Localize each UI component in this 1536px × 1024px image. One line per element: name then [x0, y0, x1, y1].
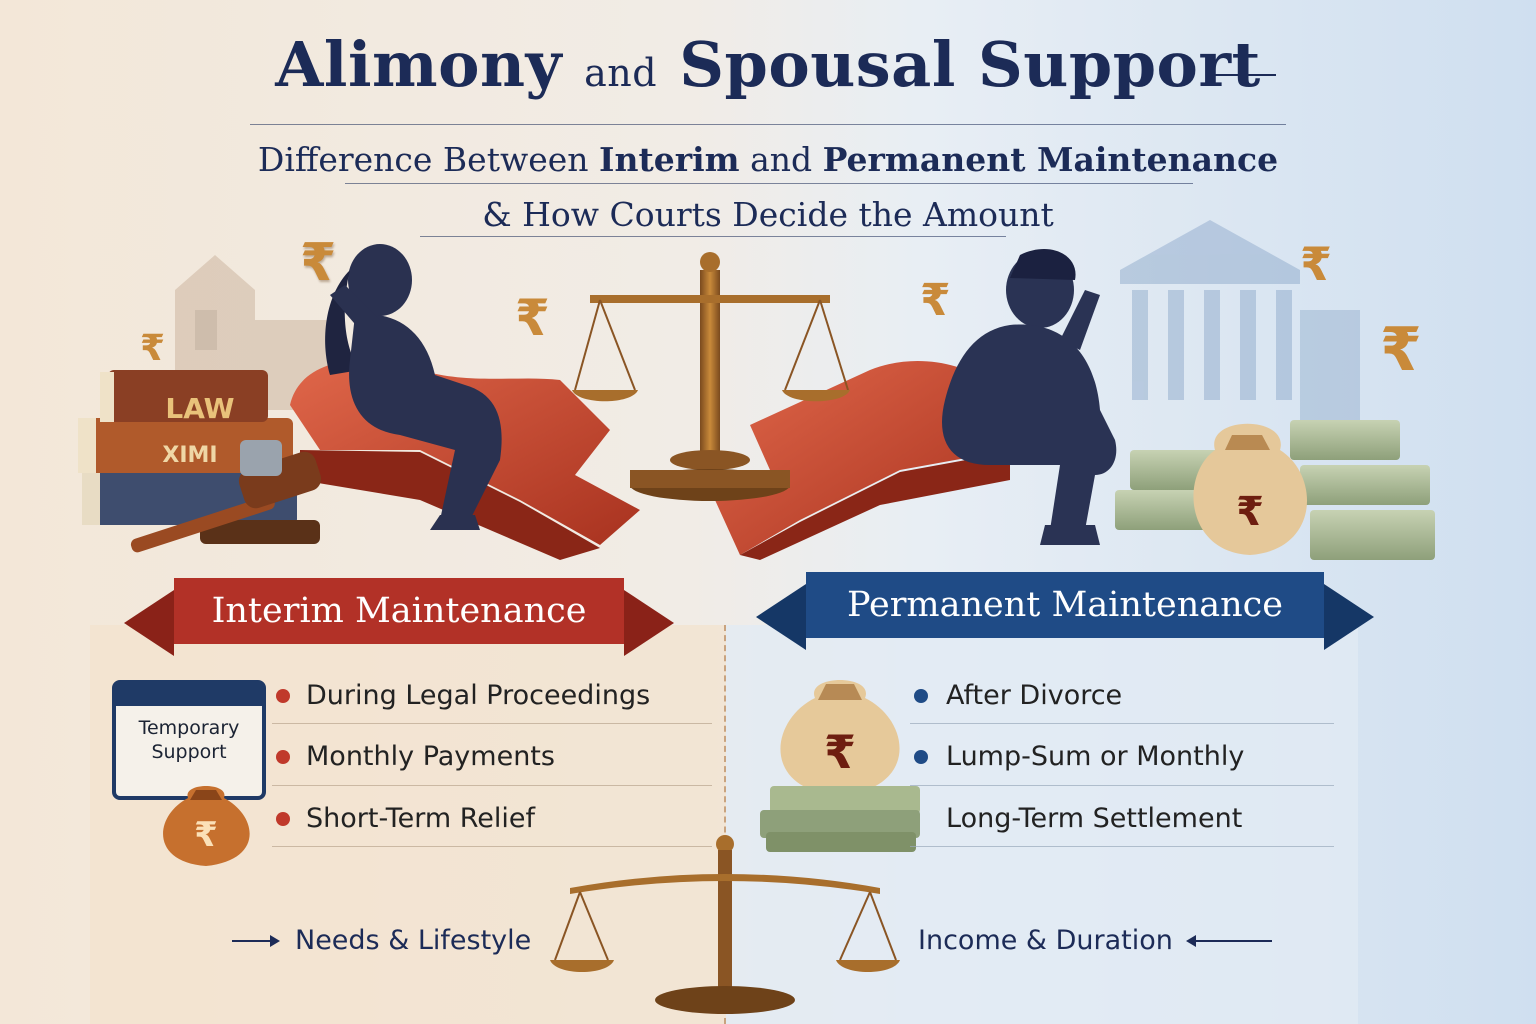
bottom-scale-icon	[550, 835, 900, 1014]
permanent-item-2: Lump-Sum or Monthly	[946, 741, 1245, 772]
interim-separator-3	[272, 846, 712, 847]
permanent-item-1: After Divorce	[946, 680, 1123, 711]
money-stacks-icon	[1115, 420, 1435, 560]
permanent-item-3: Long-Term Settlement	[946, 803, 1243, 834]
title-part2: Spousal Support	[679, 28, 1261, 101]
title-and: and	[584, 51, 658, 95]
interim-footer-arrow-icon	[270, 935, 280, 947]
title-dash-decoration	[1212, 74, 1276, 76]
subtitle-c: and	[750, 140, 813, 179]
permanent-separator-2	[910, 785, 1334, 786]
calendar-line1: Temporary	[138, 717, 240, 739]
interim-banner-tail-right	[624, 590, 674, 656]
subtitle-line1: Difference Between Interim and Permanent…	[0, 140, 1536, 179]
interim-banner-tail-left	[124, 590, 174, 656]
rupee-icon-3: ₹	[515, 289, 550, 347]
man-silhouette	[942, 249, 1117, 545]
interim-footer: Needs & Lifestyle	[295, 925, 532, 956]
interim-bullet-1	[276, 689, 290, 703]
rupee-icon-2: ₹	[140, 328, 165, 369]
calendar-line2: Support	[151, 741, 227, 763]
permanent-banner: Permanent Maintenance	[806, 572, 1324, 638]
interim-bullet-3	[276, 812, 290, 826]
woman-silhouette	[325, 244, 502, 530]
divorce-illustration: LAW XIMI ₹ ₹ ₹ ₹ ₹ ₹ ₹	[78, 220, 1435, 560]
rupee-icon-6: ₹	[1380, 315, 1422, 385]
rupee-icon-1: ₹	[300, 233, 336, 293]
interim-bullet-2	[276, 750, 290, 764]
interim-item-3: Short-Term Relief	[306, 803, 536, 834]
broken-heart-right-edge	[740, 452, 1010, 560]
left-buildings	[175, 255, 340, 410]
money-bag-rupee: ₹	[1236, 489, 1264, 535]
interim-banner: Interim Maintenance	[174, 578, 624, 644]
subtitle-b: Interim	[599, 140, 740, 179]
subtitle-a: Difference Between	[257, 140, 589, 179]
interim-item-1: During Legal Proceedings	[306, 680, 651, 711]
permanent-banner-tail-left	[756, 584, 806, 650]
page-title: Alimony and Spousal Support	[0, 28, 1536, 101]
permanent-footer-arrow-icon	[1186, 935, 1196, 947]
interim-money-bag-icon: ₹	[163, 786, 250, 866]
interim-separator-2	[272, 785, 712, 786]
permanent-separator-3	[910, 846, 1334, 847]
interim-separator-1	[272, 723, 712, 724]
law-book-label: LAW	[165, 392, 234, 425]
broken-heart-right	[715, 361, 1010, 555]
subtitle-d: Permanent Maintenance	[822, 140, 1279, 179]
permanent-footer: Income & Duration	[918, 925, 1173, 956]
permanent-separator-1	[910, 723, 1334, 724]
interim-item-2: Monthly Payments	[306, 741, 555, 772]
permanent-money-icon: ₹	[760, 680, 920, 852]
permanent-bullet-2	[914, 750, 928, 764]
subtitle-rule-2	[420, 236, 1006, 237]
permanent-bullet-1	[914, 689, 928, 703]
permanent-bag-rupee: ₹	[824, 725, 856, 779]
rupee-icon-4: ₹	[920, 275, 951, 326]
title-part1: Alimony	[275, 28, 563, 101]
interim-footer-line	[232, 940, 276, 942]
permanent-footer-line	[1196, 940, 1272, 942]
title-rule	[250, 124, 1286, 125]
right-courthouse	[1120, 220, 1360, 420]
subtitle-rule-1	[345, 183, 1193, 184]
gavel-icon	[130, 440, 322, 553]
interim-bag-rupee: ₹	[194, 815, 218, 855]
subtitle-line2: & How Courts Decide the Amount	[482, 195, 1054, 234]
permanent-banner-tail-right	[1324, 584, 1374, 650]
calendar-icon: Temporary Support	[112, 680, 266, 800]
law-book-label-2: XIMI	[162, 443, 217, 468]
central-scale-icon	[572, 252, 850, 501]
rupee-icon-5: ₹	[1300, 237, 1332, 291]
